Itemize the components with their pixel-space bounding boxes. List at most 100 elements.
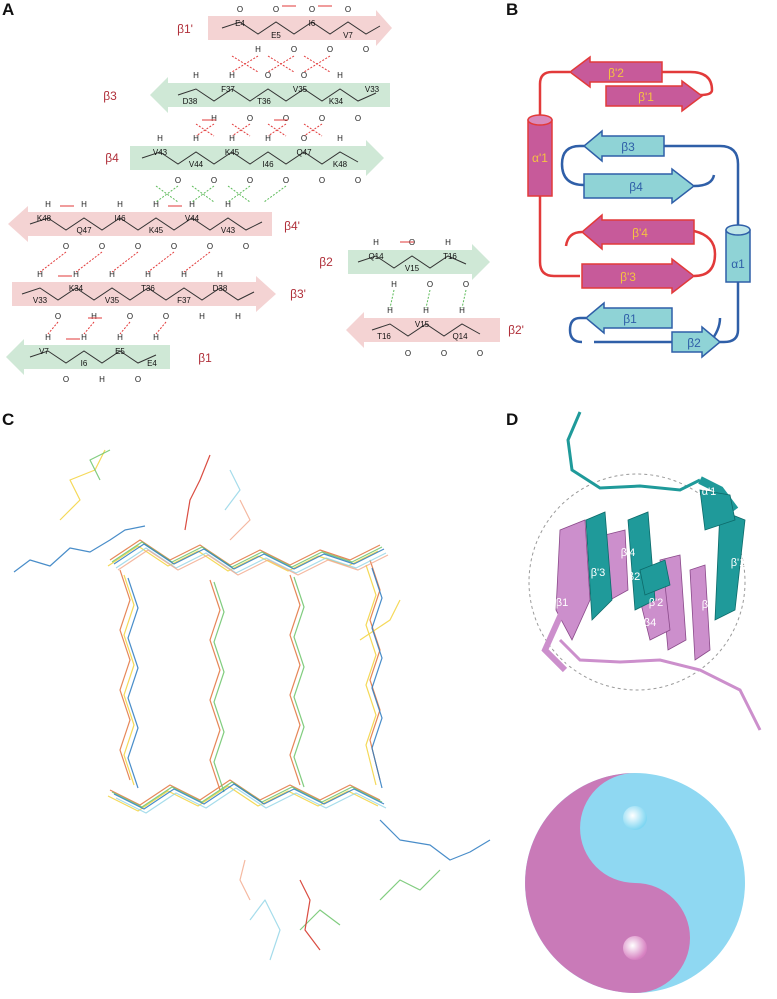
residue: T16	[443, 252, 457, 261]
residue: E4	[235, 19, 245, 28]
svg-text:O: O	[309, 5, 315, 14]
svg-text:H: H	[337, 134, 343, 143]
svg-text:O: O	[327, 45, 333, 54]
topo-beta1-arrow	[584, 301, 673, 335]
residue: Q47	[76, 226, 92, 235]
svg-text:O: O	[301, 134, 307, 143]
ribbon-label: β'3	[591, 567, 606, 579]
svg-text:O: O	[291, 45, 297, 54]
residue: K45	[149, 226, 164, 235]
residue: V7	[39, 347, 49, 356]
residue: I46	[262, 160, 274, 169]
panel-d-letter: D	[506, 410, 519, 429]
svg-text:O: O	[243, 242, 249, 251]
svg-text:H: H	[153, 200, 159, 209]
topo-beta2prime-arrow	[568, 55, 663, 89]
svg-text:O: O	[237, 5, 243, 14]
svg-text:H: H	[117, 200, 123, 209]
svg-text:O: O	[99, 242, 105, 251]
svg-text:H: H	[337, 71, 343, 80]
topo-label: β1	[623, 312, 637, 326]
topo-label: β'2	[608, 66, 624, 80]
svg-text:O: O	[265, 71, 271, 80]
svg-text:O: O	[283, 176, 289, 185]
panel-a-residues: E4 E5 I6 V7 D38 F37 T36 V35 K34 V33 V43 …	[33, 19, 468, 368]
panel-b-letter: B	[506, 0, 519, 19]
residue: K45	[225, 148, 240, 157]
svg-text:H: H	[81, 200, 87, 209]
svg-text:O: O	[405, 349, 411, 358]
svg-text:H: H	[91, 312, 97, 321]
svg-text:H: H	[193, 71, 199, 80]
svg-text:O: O	[319, 114, 325, 123]
residue: V7	[343, 31, 353, 40]
residue: E4	[147, 359, 157, 368]
ribbon-label: β'4	[621, 547, 636, 559]
ribbon-label: α'1	[702, 486, 717, 498]
svg-text:O: O	[171, 242, 177, 251]
svg-text:H: H	[193, 134, 199, 143]
svg-text:H: H	[391, 280, 397, 289]
residue: V43	[221, 226, 236, 235]
svg-text:H: H	[81, 333, 87, 342]
residue: F37	[177, 296, 191, 305]
residue: V35	[293, 85, 308, 94]
svg-text:O: O	[63, 242, 69, 251]
residue: V43	[153, 148, 168, 157]
svg-text:O: O	[345, 5, 351, 14]
strand-label: β4	[105, 151, 119, 165]
panel-a-backbones	[21, 21, 481, 364]
ribbon-label: β4	[644, 617, 656, 629]
residue: K34	[69, 284, 84, 293]
strand-label: β4'	[284, 219, 300, 233]
svg-text:H: H	[37, 270, 43, 279]
svg-text:O: O	[211, 176, 217, 185]
svg-text:O: O	[247, 114, 253, 123]
yang-dot	[623, 936, 647, 960]
svg-text:O: O	[135, 242, 141, 251]
topo-beta2-arrow	[671, 325, 722, 359]
residue: Q14	[452, 332, 468, 341]
svg-text:H: H	[211, 114, 217, 123]
panel-d-ribbon: α'1 β'3 β'4 β2 β'1 β1 β'2 β3 β4 α1	[528, 411, 762, 731]
residue: D38	[183, 97, 198, 106]
topo-beta4-arrow	[583, 167, 696, 205]
panel-a-strand-labels: β1' β3 β4 β4' β3' β1 β2 β2'	[103, 22, 524, 365]
panel-a-letter: A	[2, 0, 15, 19]
svg-text:O: O	[135, 375, 141, 384]
residue: K48	[37, 214, 52, 223]
svg-text:H: H	[109, 270, 115, 279]
strand-label: β3'	[290, 287, 306, 301]
topo-label: β'3	[620, 270, 636, 284]
svg-text:O: O	[355, 176, 361, 185]
topo-alpha1prime-helix	[527, 114, 553, 197]
residue: V44	[185, 214, 200, 223]
ribbon-label: β2	[628, 571, 640, 583]
residue: E5	[115, 347, 125, 356]
svg-text:H: H	[235, 312, 241, 321]
yin-yang-symbol	[525, 773, 745, 993]
topo-beta4prime-arrow	[580, 213, 695, 251]
svg-text:H: H	[445, 238, 451, 247]
panel-a-hbonds	[39, 5, 467, 340]
svg-text:H: H	[99, 375, 105, 384]
topo-label: β'1	[638, 90, 654, 104]
topo-label: α1	[731, 257, 745, 271]
strand-beta1prime-arrow	[208, 10, 392, 46]
ribbon-label: β3	[702, 599, 714, 611]
residue: T16	[377, 332, 391, 341]
svg-text:H: H	[217, 270, 223, 279]
topo-label: β2	[687, 336, 701, 350]
svg-text:H: H	[189, 200, 195, 209]
strand-beta2prime-arrow	[346, 312, 500, 348]
residue: K34	[329, 97, 344, 106]
residue: V33	[365, 85, 380, 94]
svg-text:O: O	[175, 176, 181, 185]
residue: D38	[213, 284, 228, 293]
svg-text:H: H	[229, 134, 235, 143]
svg-text:H: H	[153, 333, 159, 342]
strand-label: β1	[198, 351, 212, 365]
topo-label: α'1	[532, 151, 548, 165]
residue: I6	[309, 19, 316, 28]
